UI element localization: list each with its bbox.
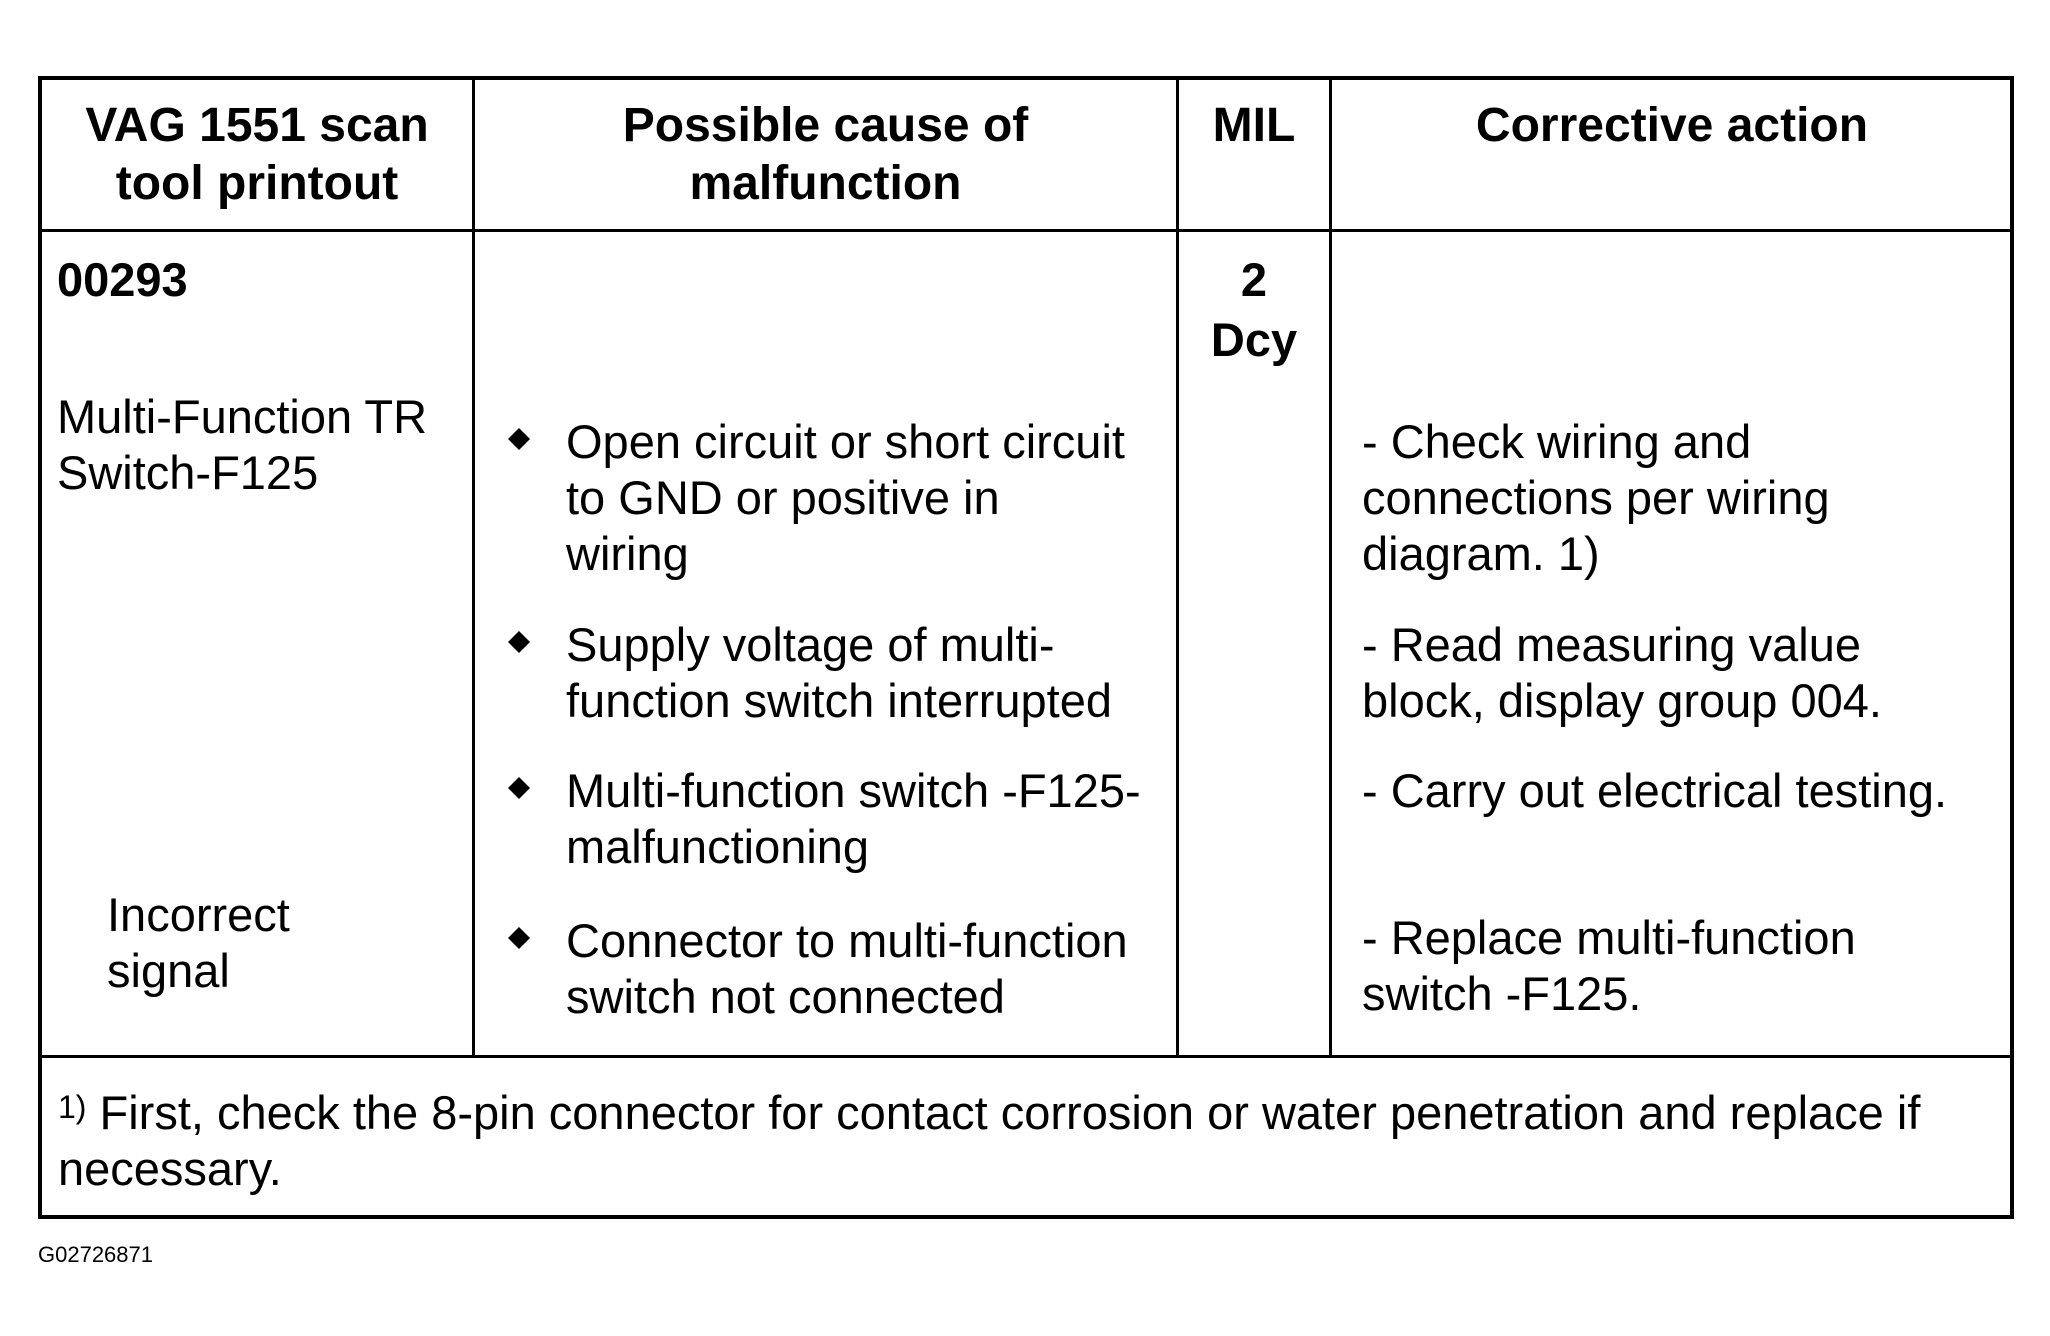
mil-line: Dcy xyxy=(1210,313,1298,366)
footnote-line: 1) First, check the 8-pin connector for … xyxy=(58,1085,2008,1141)
footnote-text: First, check the 8-pin connector for con… xyxy=(86,1086,1921,1139)
action-line: diagram. 1) xyxy=(1362,527,1600,580)
symptom-text: Incorrect signal xyxy=(107,887,290,999)
action-line: connections per wiring xyxy=(1362,471,1830,524)
action-item: - Carry out electrical testing. xyxy=(1362,763,1947,819)
symptom-line: signal xyxy=(107,944,230,997)
cause-line: Connector to multi-function xyxy=(566,914,1128,967)
action-line: - Check wiring and xyxy=(1362,415,1752,468)
header-line: tool printout xyxy=(115,157,399,210)
cause-line: switch not connected xyxy=(566,970,1005,1023)
action-item: - Check wiring and connections per wirin… xyxy=(1362,414,1830,582)
cause-line: malfunctioning xyxy=(566,820,870,873)
component-name: Multi-Function TR Switch-F125 xyxy=(57,389,427,501)
column-divider xyxy=(1176,76,1179,1058)
header-scan-tool-printout: VAG 1551 scan tool printout xyxy=(42,97,472,213)
header-line: Corrective action xyxy=(1475,99,1869,152)
cause-text: Open circuit or short circuit to GND or … xyxy=(566,414,1125,582)
footnote-divider xyxy=(38,1055,2014,1058)
footnote: 1) First, check the 8-pin connector for … xyxy=(58,1085,2008,1197)
diamond-bullet-icon xyxy=(508,428,530,450)
cause-text: Multi-function switch -F125- malfunction… xyxy=(566,763,1141,875)
header-line: Possible cause of xyxy=(622,99,1029,152)
action-item: - Replace multi-function switch -F125. xyxy=(1362,910,1856,1022)
column-divider xyxy=(1329,76,1332,1058)
header-line: malfunction xyxy=(689,157,962,210)
footnote-marker: 1) xyxy=(58,1089,87,1125)
component-line: Switch-F125 xyxy=(57,446,319,499)
table-frame xyxy=(38,76,2014,1219)
component-line: Multi-Function TR xyxy=(57,390,428,443)
footnote-line: necessary. xyxy=(58,1142,282,1195)
symptom-line: Incorrect xyxy=(107,888,290,941)
header-line: VAG 1551 scan xyxy=(85,99,429,152)
fault-code: 00293 xyxy=(57,253,188,306)
action-item: - Read measuring value block, display gr… xyxy=(1362,617,1882,729)
action-line: block, display group 004. xyxy=(1362,674,1882,727)
cause-text: Connector to multi-function switch not c… xyxy=(566,913,1128,1025)
cause-line: Multi-function switch -F125- xyxy=(566,764,1141,817)
cause-line: function switch interrupted xyxy=(566,674,1113,727)
action-line: - Read measuring value xyxy=(1362,618,1861,671)
cause-line: Supply voltage of multi- xyxy=(566,618,1055,671)
cause-text: Supply voltage of multi- function switch… xyxy=(566,617,1112,729)
mil-value: 2 Dcy xyxy=(1179,252,1329,368)
header-possible-cause: Possible cause of malfunction xyxy=(475,97,1176,213)
action-line: - Replace multi-function xyxy=(1362,911,1856,964)
action-line: - Carry out electrical testing. xyxy=(1362,764,1948,817)
figure-id: G02726871 xyxy=(38,1242,153,1267)
diamond-bullet-icon xyxy=(508,927,530,949)
header-line: MIL xyxy=(1212,99,1296,152)
header-corrective-action: Corrective action xyxy=(1332,97,2012,155)
cause-line: wiring xyxy=(566,527,689,580)
diamond-bullet-icon xyxy=(508,631,530,653)
diamond-bullet-icon xyxy=(508,777,530,799)
cause-line: Open circuit or short circuit xyxy=(566,415,1125,468)
cause-line: to GND or positive in xyxy=(566,471,1000,524)
action-line: switch -F125. xyxy=(1362,967,1642,1020)
mil-line: 2 xyxy=(1240,253,1268,306)
header-divider xyxy=(38,229,2014,232)
column-divider xyxy=(472,76,475,1058)
header-mil: MIL xyxy=(1179,97,1329,155)
